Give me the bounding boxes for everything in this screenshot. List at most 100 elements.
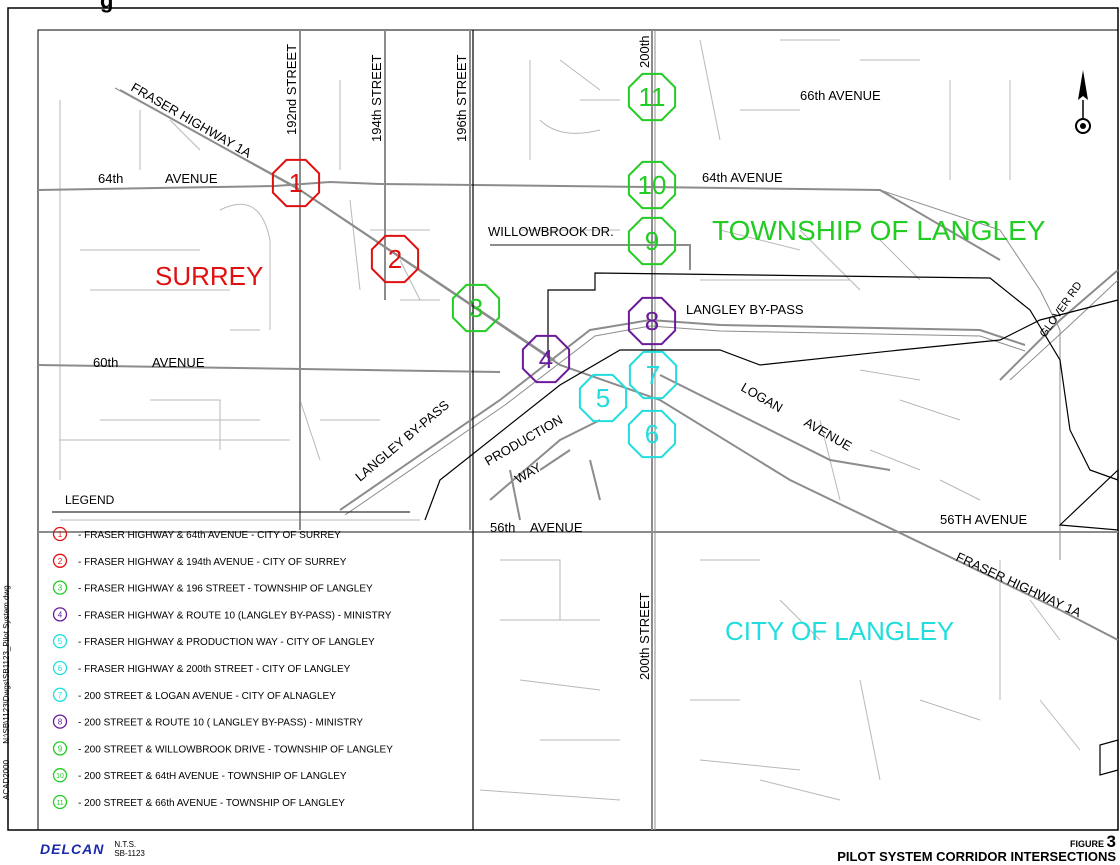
legend-item-marker — [52, 553, 68, 568]
legend-item-marker — [52, 768, 68, 783]
major-roads — [37, 30, 1119, 830]
label-56th-w-a: 56th — [490, 520, 515, 535]
legend-item-marker — [52, 687, 68, 702]
legend-item: 7- 200 STREET & LOGAN AVENUE - CITY OF A… — [52, 687, 336, 702]
legend-item: 1 - FRASER HIGHWAY & 64th AVENUE - CITY O… — [52, 526, 341, 542]
legend-item-number: 9 — [58, 744, 63, 753]
marker-ring — [451, 283, 501, 333]
marker-number: 5 — [596, 383, 610, 413]
legend-item: 3- FRASER HIGHWAY & 196 STREET - TOWNSHI… — [52, 580, 373, 595]
project-number: SB-1123 — [114, 849, 145, 858]
legend-item: 11 - 200 STREET & 66th AVENUE - TOWNSHIP … — [52, 794, 345, 810]
figure-number: 3 — [1106, 832, 1116, 851]
legend-item-marker — [52, 526, 68, 542]
region-label-city: CITY OF LANGLEY — [725, 616, 954, 646]
legend-item-text: - FRASER HIGHWAY & 64th AVENUE - CITY OF… — [78, 530, 341, 541]
legend-item: 5- FRASER HIGHWAY & PRODUCTION WAY - CIT… — [52, 634, 375, 649]
intersection-marker-1: 1 — [271, 158, 321, 208]
legend-item-text: - 200 STREET & 64tH AVENUE - TOWNSHIP OF… — [78, 771, 347, 782]
road-logan-avenue — [659, 374, 891, 471]
label-60th-b: AVENUE — [152, 355, 205, 370]
legend-item-number: 10 — [56, 773, 64, 780]
legend-item-number: 7 — [58, 691, 63, 700]
legend-item-marker — [52, 580, 68, 595]
legend-item-text: - FRASER HIGHWAY & 196 STREET - TOWNSHIP… — [78, 584, 373, 595]
side-cad-version: ACAD2000 — [2, 759, 11, 800]
marker-number: 6 — [645, 419, 659, 449]
marker-ring — [627, 160, 677, 210]
legend-item: 2 - FRASER HIGHWAY & 194th AVENUE - CITY … — [52, 553, 347, 568]
intersection-marker-8: 8 — [627, 296, 677, 346]
label-logan-b: AVENUE — [802, 415, 855, 454]
marker-number: 3 — [469, 293, 483, 323]
scale-note: N.T.S. SB-1123 — [114, 840, 145, 858]
marker-number: 4 — [539, 344, 553, 374]
map-frame — [37, 29, 1119, 831]
region-label-township: TOWNSHIP OF LANGLEY — [712, 215, 1046, 246]
legend-item-text: - FRASER HIGHWAY & ROUTE 10 (LANGLEY BY-… — [78, 610, 392, 621]
legend-item-marker — [52, 660, 68, 676]
label-60th-a: 60th — [93, 355, 118, 370]
legend-title: LEGEND — [65, 493, 115, 507]
legend-item: 10 - 200 STREET & 64tH AVENUE - TOWNSHIP … — [52, 768, 347, 783]
marker-ring — [627, 296, 677, 346]
legend-item-number: 6 — [58, 664, 63, 673]
legend: LEGEND 1 - FRASER HIGHWAY & 64th AVENUE -… — [52, 493, 410, 810]
marker-ring — [578, 373, 628, 423]
intersection-marker-5: 5 — [578, 373, 628, 423]
label-196th-street: 196th STREET — [454, 55, 469, 142]
label-200th-bottom: 200th STREET — [637, 593, 652, 680]
legend-item-number: 5 — [58, 637, 63, 646]
road-60th-avenue — [37, 364, 501, 373]
legend-item: 8- 200 STREET & ROUTE 10 ( LANGLEY BY-PA… — [52, 714, 363, 729]
label-production-b: WAY — [512, 459, 544, 486]
marker-ring — [627, 409, 677, 459]
marker-number: 9 — [645, 226, 659, 256]
page-title-fragment: g — [100, 0, 114, 13]
north-arrow-icon — [1075, 70, 1091, 134]
road-langley-bypass — [339, 318, 1026, 511]
label-logan-a: LOGAN — [739, 380, 786, 416]
footer-left: DELCAN N.T.S. SB-1123 — [40, 840, 145, 858]
legend-item: 4 - FRASER HIGHWAY & ROUTE 10 (LANGLEY BY… — [52, 607, 392, 622]
label-fraser-se: FRASER HIGHWAY 1A — [954, 549, 1084, 620]
region-label-surrey: SURREY — [155, 261, 263, 291]
legend-item-text: - FRASER HIGHWAY & 194th AVENUE - CITY O… — [78, 557, 347, 568]
label-200th-top: 200th — [637, 35, 652, 68]
marker-number: 2 — [388, 244, 402, 274]
intersection-marker-3: 3 — [451, 283, 501, 333]
label-56th-w-b: AVENUE — [530, 520, 583, 535]
intersection-marker-2: 2 — [370, 234, 420, 284]
jurisdiction-boundaries — [424, 30, 1119, 830]
marker-ring — [627, 216, 677, 266]
road-production-way — [489, 419, 601, 501]
legend-item-text: - 200 STREET & WILLOWBROOK DRIVE - TOWNS… — [78, 744, 393, 755]
road-willowbrook-dr — [490, 244, 691, 270]
delcan-logo: DELCAN — [40, 841, 105, 857]
marker-ring — [370, 234, 420, 284]
side-file-path: N:\SB\1123\Dwgs\SB1123_Pilot System.dwg — [2, 585, 11, 744]
legend-item-number: 1 — [58, 530, 63, 539]
legend-item-text: - 200 STREET & ROUTE 10 ( LANGLEY BY-PAS… — [78, 718, 363, 729]
figure-label: FIGURE 3 — [1070, 832, 1116, 852]
legend-item-text: - 200 STREET & 66th AVENUE - TOWNSHIP OF… — [78, 798, 345, 809]
figure-word: FIGURE — [1070, 839, 1105, 849]
label-glover-rd: GLOVER RD — [1038, 280, 1085, 340]
label-64th-w: 64th — [98, 171, 123, 186]
legend-item-marker — [52, 714, 68, 729]
label-willowbrook: WILLOWBROOK DR. — [488, 224, 614, 239]
legend-item-marker — [52, 634, 68, 649]
label-192nd-street: 192nd STREET — [284, 44, 299, 135]
legend-item-number: 2 — [58, 557, 63, 566]
label-56th-e: 56TH AVENUE — [940, 512, 1028, 527]
label-194th-street: 194th STREET — [369, 55, 384, 142]
legend-item-number: 4 — [58, 610, 63, 619]
marker-ring — [627, 72, 677, 122]
legend-item-number: 11 — [56, 800, 63, 807]
road-glover-rd — [999, 269, 1119, 381]
marker-ring — [521, 334, 571, 384]
nts-label: N.T.S. — [114, 840, 137, 849]
legend-item: 6- FRASER HIGHWAY & 200th STREET - CITY … — [52, 660, 351, 676]
side-file-text: ACAD2000 N:\SB\1123\Dwgs\SB1123_Pilot Sy… — [2, 571, 11, 800]
intersection-marker-7: 7 — [628, 350, 678, 400]
